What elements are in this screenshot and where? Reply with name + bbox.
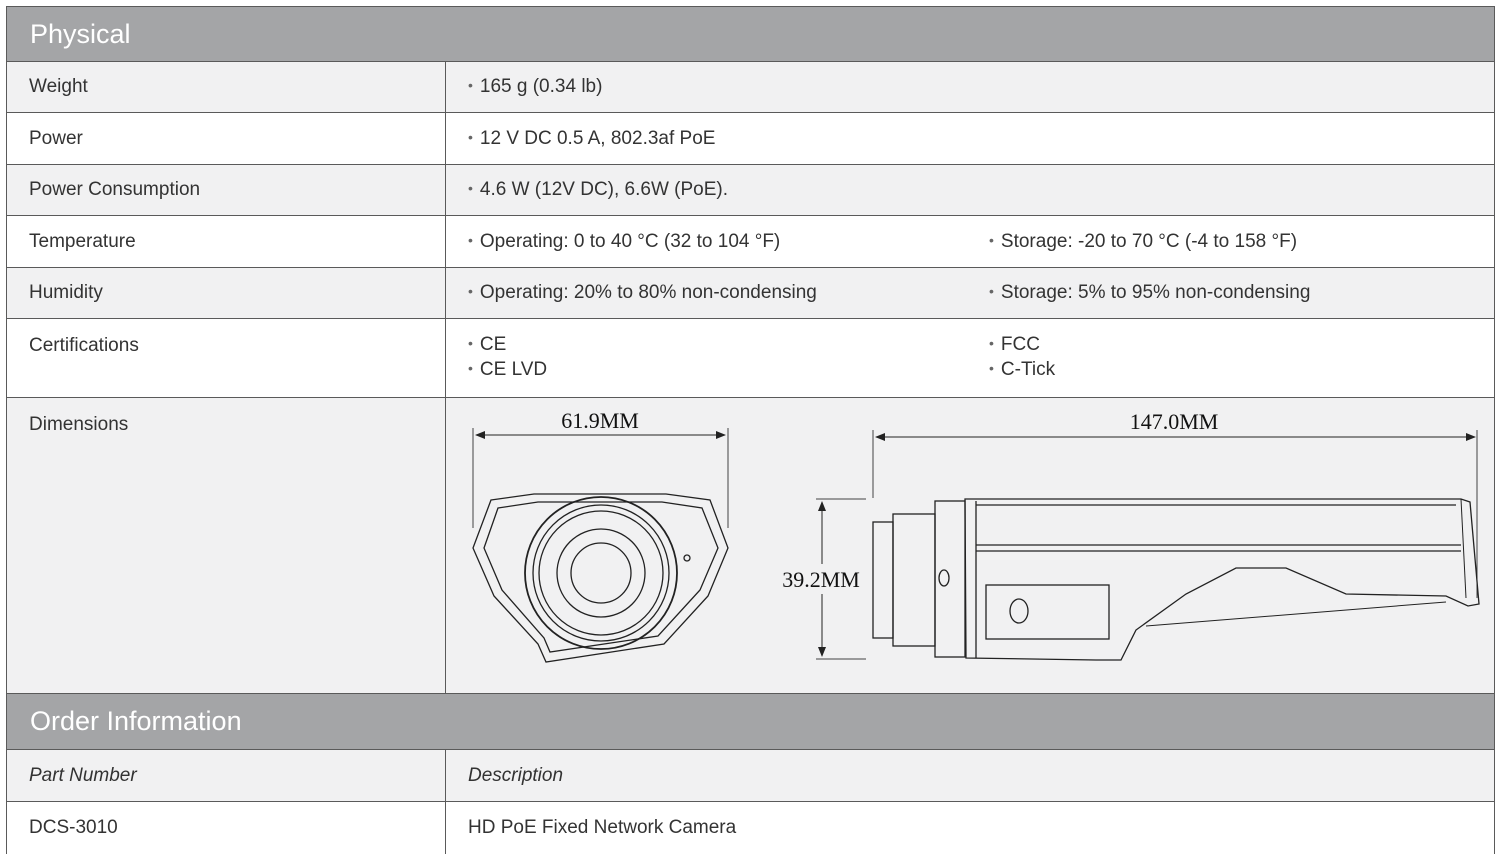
side-length-dimension: 147.0MM <box>872 409 1478 598</box>
spec-label: Dimensions <box>7 398 446 693</box>
spec-value: 4.6 W (12V DC), 6.6W (PoE). <box>446 165 1494 215</box>
front-width-dimension: 61.9MM <box>472 408 729 528</box>
description-header: Description <box>468 764 564 786</box>
spec-row-humidity: Humidity Operating: 20% to 80% non-conde… <box>7 268 1494 319</box>
spec-label: Temperature <box>7 216 446 267</box>
spec-label: Certifications <box>7 319 446 397</box>
order-row: DCS-3010 HD PoE Fixed Network Camera <box>7 802 1494 854</box>
spec-value: Operating: 20% to 80% non-condensing Sto… <box>446 268 1494 318</box>
spec-value-text: Operating: 20% to 80% non-condensing <box>468 282 817 303</box>
order-column-header: Part Number Description <box>7 750 1494 802</box>
physical-title: Physical <box>30 18 131 49</box>
spec-row-temperature: Temperature Operating: 0 to 40 °C (32 to… <box>7 216 1494 268</box>
side-height-label: 39.2MM <box>782 567 860 592</box>
part-description: HD PoE Fixed Network Camera <box>468 817 737 838</box>
camera-side-view <box>872 498 1480 661</box>
spec-label: Power <box>7 113 446 164</box>
spec-label: Humidity <box>7 268 446 318</box>
spec-value-text: Operating: 0 to 40 °C (32 to 104 °F) <box>468 231 780 252</box>
spec-value-text: Storage: -20 to 70 °C (-4 to 158 °F) <box>989 231 1297 252</box>
spec-row-certifications: Certifications CE CE LVD FCC C-Tick <box>7 319 1494 398</box>
spec-value-text: 12 V DC 0.5 A, 802.3af PoE <box>468 128 716 150</box>
cert-item: CE <box>468 334 989 356</box>
part-number-header: Part Number <box>7 750 446 801</box>
spec-row-power-consumption: Power Consumption 4.6 W (12V DC), 6.6W (… <box>7 165 1494 216</box>
spec-label: Power Consumption <box>7 165 446 215</box>
spec-row-weight: Weight 165 g (0.34 lb) <box>7 62 1494 113</box>
cert-item: FCC <box>989 334 1055 356</box>
cert-item: C-Tick <box>989 359 1055 381</box>
side-height-dimension: 39.2MM <box>776 498 866 660</box>
spec-value-text: 165 g (0.34 lb) <box>468 76 603 98</box>
front-width-label: 61.9MM <box>561 408 639 433</box>
cert-item: CE LVD <box>468 359 989 381</box>
dimension-drawing-area: 61.9MM <box>446 398 1494 693</box>
physical-header: Physical <box>7 6 1494 62</box>
spec-row-power: Power 12 V DC 0.5 A, 802.3af PoE <box>7 113 1494 165</box>
spec-value-text: Storage: 5% to 95% non-condensing <box>989 282 1311 303</box>
spec-label: Weight <box>7 62 446 112</box>
order-header: Order Information <box>7 694 1494 750</box>
part-number: DCS-3010 <box>7 802 446 854</box>
spec-row-dimensions: Dimensions 61.9MM <box>7 398 1494 694</box>
spec-value: 12 V DC 0.5 A, 802.3af PoE <box>446 113 1494 164</box>
spec-value: Operating: 0 to 40 °C (32 to 104 °F) Sto… <box>446 216 1494 267</box>
camera-dimension-drawing: 61.9MM <box>472 408 1480 663</box>
spec-sheet: Physical Weight 165 g (0.34 lb) Power 12… <box>6 6 1495 854</box>
order-title: Order Information <box>30 706 242 736</box>
spec-value-text: 4.6 W (12V DC), 6.6W (PoE). <box>468 179 728 201</box>
spec-value: 165 g (0.34 lb) <box>446 62 1494 112</box>
spec-value: CE CE LVD FCC C-Tick <box>446 319 1494 397</box>
side-length-label: 147.0MM <box>1130 409 1219 434</box>
camera-front-view <box>472 493 729 663</box>
